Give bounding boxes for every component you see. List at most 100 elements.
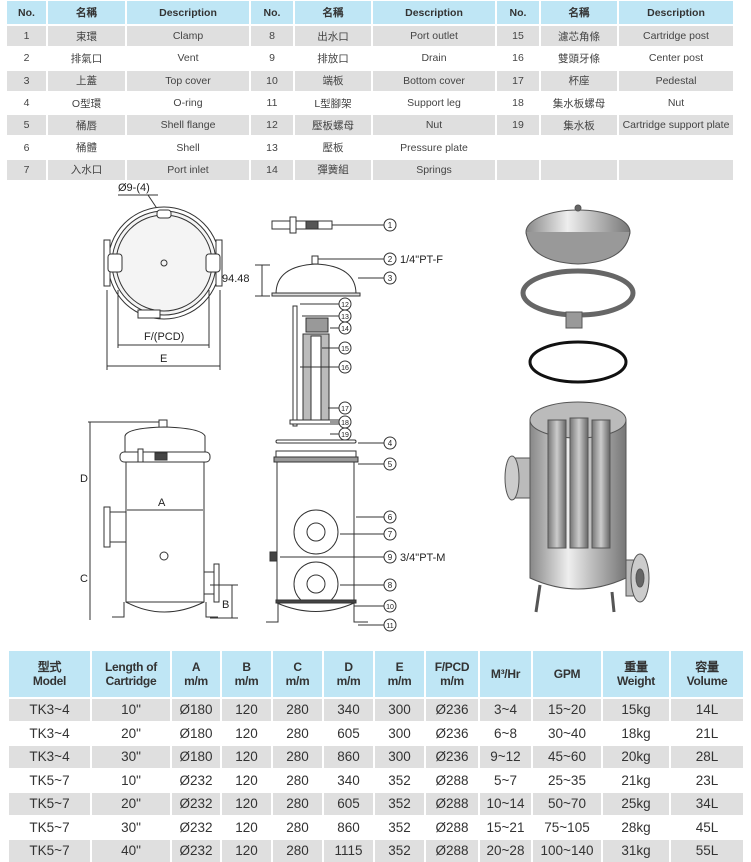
spec-header-line: D [344,660,353,674]
spec-cell: 1115 [324,838,375,862]
spec-cell: Ø180 [172,720,222,744]
spec-cell: 120 [222,744,273,768]
spec-cell: Ø232 [172,767,222,791]
spec-cell: 14L [671,697,745,721]
parts-cell: L型腳架 [295,90,373,114]
parts-header-cell: 名稱 [295,1,373,24]
callout-circle [383,457,397,471]
spec-cell: 21kg [603,767,671,791]
callout-circle [383,436,397,450]
parts-cell: Clamp [127,24,251,47]
parts-cell: 排氣口 [48,46,127,69]
callout-number: 13 [341,314,349,321]
spec-cell: 340 [324,767,375,791]
spec-cell: Ø288 [426,791,480,815]
spec-cell: 20~28 [480,838,533,862]
parts-cell: Port inlet [127,157,251,181]
spec-cell: 75~105 [533,814,603,838]
callout-circle [338,321,352,335]
parts-cell: 8 [251,24,295,47]
parts-cell [541,135,619,158]
spec-cell: 23L [671,767,745,791]
spec-cell: 120 [222,814,273,838]
parts-cell: 集水板螺母 [541,90,619,114]
callout-number: 11 [386,623,393,630]
parts-cell: 1 [7,24,48,47]
parts-cell: 壓板螺母 [295,113,373,136]
parts-cell: 束環 [48,24,127,47]
parts-cell: Springs [373,157,497,181]
callout-number: 15 [341,346,349,353]
parts-cell: 2 [7,46,48,69]
callout-number: 18 [341,420,349,427]
spec-cell: TK5~7 [9,814,92,838]
callout-circle [383,218,397,232]
spec-cell: 50~70 [533,791,603,815]
parts-cell: 3 [7,68,48,91]
spec-cell: 120 [222,697,273,721]
exploded-view: 94.48 [222,216,361,444]
callout-circle [338,360,352,374]
spec-cell: 860 [324,744,375,768]
spec-header-line: 容量 [695,660,719,674]
technical-drawing: Ø9-(4) F/(PCD) E 94.48 [80,182,650,632]
parts-cell: Shell [127,135,251,158]
callout-circle [383,599,397,613]
parts-cell: 7 [7,157,48,181]
callout-number: 12 [341,302,349,309]
callout-number: 3 [388,274,393,283]
callout-circle [383,578,397,592]
parts-header-cell: No. [497,1,541,24]
spec-header-line: m/m [336,674,361,688]
parts-cell: Cartridge post [619,24,735,47]
e-label: E [160,353,167,365]
spec-cell: 352 [375,814,426,838]
spec-cell: 55L [671,838,745,862]
hole-label: Ø9-(4) [118,182,150,194]
parts-header-cell: 名稱 [48,1,127,24]
spec-cell: 340 [324,697,375,721]
parts-cell: 14 [251,157,295,181]
spec-header-line: m/m [285,674,310,688]
parts-cell: O-ring [127,90,251,114]
spec-cell: 280 [273,838,324,862]
parts-cell: Drain [373,46,497,69]
spec-header-line: A [191,660,201,674]
spec-header-line: Weight [617,674,655,688]
spec-cell: Ø236 [426,720,480,744]
spec-cell: 3~4 [480,697,533,721]
spec-cell: 352 [375,767,426,791]
spec-cell: Ø236 [426,697,480,721]
callout-number: 16 [341,365,349,372]
parts-cell: 9 [251,46,295,69]
parts-header-cell: Description [373,1,497,24]
spec-cell: 31kg [603,838,671,862]
parts-cell: Nut [619,90,735,114]
callout-circle [338,401,352,415]
parts-cell: 壓板 [295,135,373,158]
spec-cell: Ø288 [426,838,480,862]
spec-cell: 15~20 [533,697,603,721]
parts-cell: Port outlet [373,24,497,47]
spec-cell: TK5~7 [9,838,92,862]
callout-number: 5 [388,460,393,469]
vent-label: 1/4"PT-F [400,254,443,266]
spec-cell: 25~35 [533,767,603,791]
parts-cell: Pedestal [619,68,735,91]
parts-cell: Shell flange [127,113,251,136]
callout-number: 7 [388,530,393,539]
parts-cell: 6 [7,135,48,158]
parts-cell: 桶唇 [48,113,127,136]
